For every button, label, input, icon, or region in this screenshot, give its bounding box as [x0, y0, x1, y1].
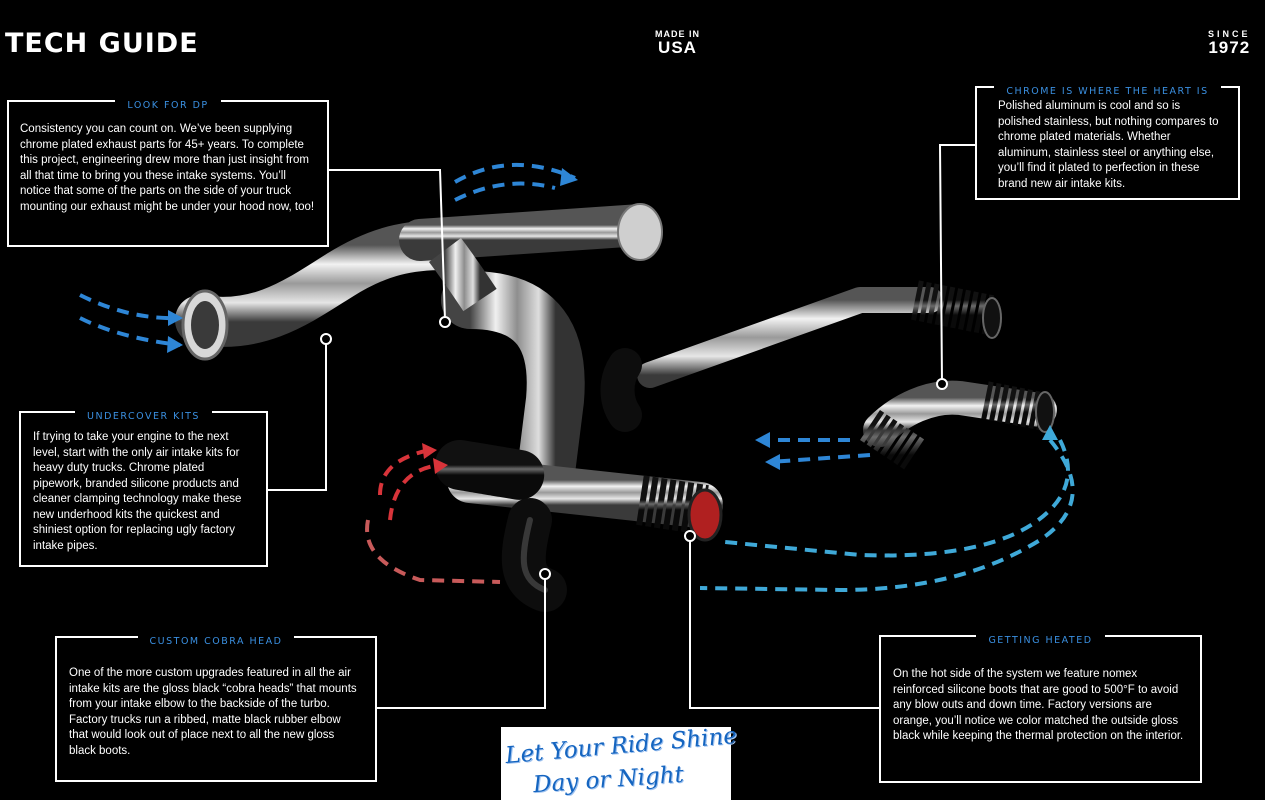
callout-undercover: UNDERCOVER KITS If trying to take your e…: [19, 411, 268, 567]
lower-intake-section: [435, 440, 723, 612]
callout-cobra-head: CUSTOM COBRA HEAD One of the more custom…: [55, 636, 377, 782]
arrowhead-icon: [755, 432, 770, 448]
right-elbow-assembly: [860, 380, 1057, 470]
callout-text: Consistency you can count on. We’ve been…: [20, 123, 315, 213]
shine-logo: Let Your Ride Shine Day or Night: [501, 723, 738, 800]
callout-text: If trying to take your engine to the nex…: [33, 431, 242, 552]
callout-text: On the hot side of the system we feature…: [893, 668, 1184, 742]
callout-heading: CHROME IS WHERE THE HEART IS: [994, 86, 1221, 97]
logo-line-1: Let Your Ride Shine: [504, 722, 738, 770]
callout-look-for-dp: LOOK FOR DP Consistency you can count on…: [7, 100, 329, 247]
airflow-arrows: [79, 163, 1075, 593]
left-intake-pipe: [175, 203, 663, 509]
callout-heading: LOOK FOR DP: [115, 100, 221, 111]
callout-heading: CUSTOM COBRA HEAD: [137, 636, 295, 647]
usa-label: USA: [658, 38, 697, 57]
callout-heading: UNDERCOVER KITS: [75, 411, 212, 422]
arrowhead-icon: [433, 458, 448, 474]
logo-line-2: Day or Night: [532, 761, 685, 799]
arrowhead-icon: [422, 443, 437, 459]
since-label: SINCE: [1208, 29, 1251, 39]
made-in-usa-badge: MADE IN USA: [655, 29, 700, 57]
callout-getting-heated: GETTING HEATED On the hot side of the sy…: [879, 635, 1202, 783]
callout-text: Polished aluminum is cool and so is poli…: [998, 100, 1219, 190]
callout-text: One of the more custom upgrades featured…: [69, 667, 357, 757]
arrowhead-icon: [168, 310, 183, 326]
page-title: TECH GUIDE: [5, 28, 199, 59]
since-badge: SINCE 1972: [1208, 29, 1251, 57]
callout-marker-icon: [684, 530, 696, 542]
right-intake-pipe: [600, 280, 1002, 432]
arrowhead-icon: [1042, 425, 1058, 440]
callout-marker-icon: [539, 568, 551, 580]
since-year: 1972: [1208, 38, 1251, 57]
callout-chrome: CHROME IS WHERE THE HEART IS Polished al…: [975, 86, 1240, 200]
callout-marker-icon: [936, 378, 948, 390]
callout-heading: GETTING HEATED: [976, 635, 1105, 646]
arrowhead-icon: [167, 336, 183, 353]
callout-marker-icon: [439, 316, 451, 328]
made-in-label: MADE IN: [655, 29, 700, 39]
callout-leader-lines: [268, 144, 975, 709]
arrowhead-icon: [765, 454, 780, 470]
arrowhead-icon: [560, 168, 578, 186]
callout-marker-icon: [320, 333, 332, 345]
